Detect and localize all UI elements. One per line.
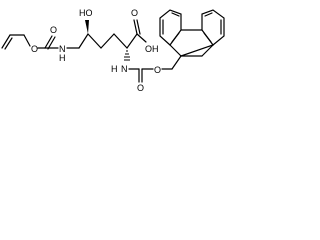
bond-choh-ch2 <box>87 33 102 49</box>
bond-ch2-alpha <box>113 33 128 49</box>
fluorene-ring-system <box>159 9 225 57</box>
allyl-group <box>1 34 31 50</box>
atom-label-acid-o: O <box>131 8 138 18</box>
wedge-hydroxyl <box>85 20 89 34</box>
atom-label-alloc-ester-o: O <box>31 44 38 54</box>
bond-alpha-cooh <box>126 33 138 49</box>
atom-label-acid-oh: OH <box>145 44 159 54</box>
atom-label-alloc-carbonyl-o: O <box>50 25 57 35</box>
bond-ch2-choh <box>78 33 89 49</box>
atom-label-alloc-h: H <box>59 53 66 63</box>
bond-alloc-c-o-double-a <box>44 35 53 49</box>
chemical-structure: O O N H HO O OH H N O O <box>1 8 225 93</box>
bond-cooh-oh <box>136 33 147 43</box>
atom-label-fmoc-carbonyl-o: O <box>137 83 144 93</box>
hash-wedge-alpha-n <box>124 50 130 61</box>
atom-label-fmoc-h: H <box>111 64 118 74</box>
bond-cooh-o-double-b <box>136 19 141 35</box>
atom-label-fmoc-ester-o: O <box>154 65 161 75</box>
bond-ch2-ch2 <box>100 33 115 49</box>
atom-label-hydroxyl: HO <box>79 8 93 18</box>
bond-cooh-o-double-a <box>133 19 138 35</box>
atom-label-fmoc-n: N <box>121 64 128 74</box>
bond-ch2-c9 <box>171 55 182 70</box>
bond-alloc-c-o-double-b <box>47 36 56 50</box>
atom-label-alloc-n: N <box>59 44 66 54</box>
